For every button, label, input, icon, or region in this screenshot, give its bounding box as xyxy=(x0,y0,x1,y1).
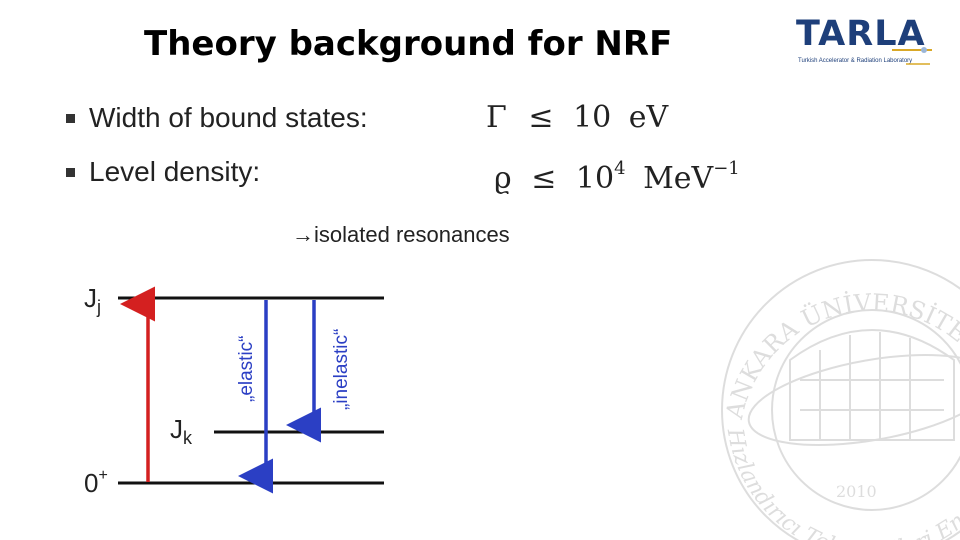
density-exponent: 4 xyxy=(614,158,626,179)
isolated-resonances-note: →isolated resonances xyxy=(292,222,510,247)
bullet-marker xyxy=(66,113,75,123)
bullet-density: Level density: xyxy=(66,156,260,188)
gamma-symbol: Γ xyxy=(486,100,507,135)
level-jj-symbol: J xyxy=(84,283,97,313)
bullet-density-label: Level density: xyxy=(89,156,261,187)
level-jk-subscript: k xyxy=(183,428,193,448)
rho-symbol: ϱ xyxy=(494,161,512,196)
density-unit: MeV xyxy=(643,161,714,196)
bullet-marker xyxy=(66,167,75,177)
relation-symbol: ≤ xyxy=(528,100,554,135)
density-formula: ϱ ≤ 104 MeV−1 xyxy=(494,158,740,196)
tarla-logo: TARLA Turkish Accelerator & Radiation La… xyxy=(796,14,936,72)
width-formula: Γ ≤ 10 eV xyxy=(486,100,668,135)
level-jj-subscript: j xyxy=(96,297,101,317)
seal-year: 2010 xyxy=(836,482,877,501)
relation-symbol: ≤ xyxy=(531,161,557,196)
level-ground-superscript: + xyxy=(98,467,107,484)
logo-text: TARLA xyxy=(796,14,926,54)
level-ground-symbol: 0 xyxy=(84,468,98,498)
width-unit: eV xyxy=(628,100,669,135)
logo-beam-decoration xyxy=(892,47,932,65)
level-label-ground: 0+ xyxy=(84,467,108,498)
level-label-jk: Jk xyxy=(170,414,193,448)
inelastic-label: „inelastic“ xyxy=(331,329,352,410)
density-unit-exponent: −1 xyxy=(713,158,740,179)
elastic-label: „elastic“ xyxy=(236,335,257,402)
bullet-width: Width of bound states: xyxy=(66,102,368,134)
width-value: 10 xyxy=(573,100,612,135)
density-base: 10 xyxy=(575,161,615,196)
level-jk-symbol: J xyxy=(170,414,183,444)
bullet-width-label: Width of bound states: xyxy=(89,102,368,133)
logo-subtitle: Turkish Accelerator & Radiation Laborato… xyxy=(798,58,913,64)
slide-title: Theory background for NRF xyxy=(144,24,673,64)
level-label-jj: Jj xyxy=(84,283,101,317)
